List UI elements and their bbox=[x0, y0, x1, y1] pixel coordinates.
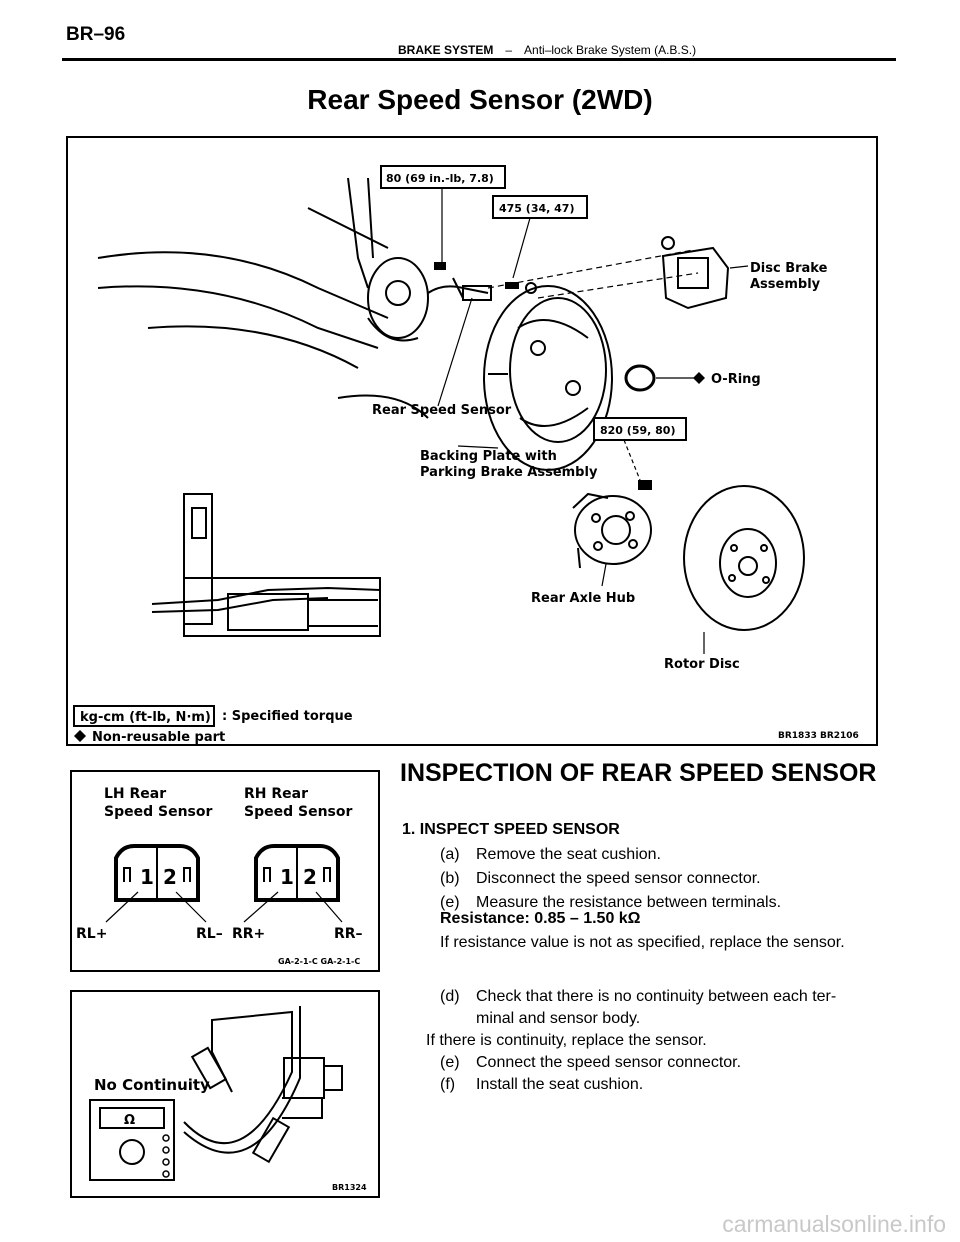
rl-minus-label: RL– bbox=[196, 926, 223, 942]
step-a: (a) Remove the seat cushion. bbox=[440, 846, 661, 864]
legend-units: kg-cm (ft-lb, N·m) bbox=[80, 710, 211, 725]
lh-label-1: LH Rear bbox=[104, 786, 166, 802]
o-ring-label: O-Ring bbox=[711, 372, 761, 387]
exploded-view-figure: 80 (69 in.-lb, 7.8) 475 (34, 47) bbox=[66, 136, 878, 746]
figure1-code: BR1833 BR2106 bbox=[778, 731, 859, 741]
page-code: BR–96 bbox=[66, 24, 126, 45]
suspension-drawing bbox=[97, 177, 429, 419]
subsection-name: Anti–lock Brake System (A.B.S.) bbox=[524, 43, 697, 57]
rh-pin-2: 2 bbox=[303, 865, 317, 889]
rh-pin-1: 1 bbox=[280, 865, 294, 889]
torque-label-mid: 475 (34, 47) bbox=[499, 202, 574, 215]
backing-plate-label-2: Parking Brake Assembly bbox=[420, 465, 598, 480]
legend-torque: : Specified torque bbox=[222, 709, 353, 724]
rotor-disc-label: Rotor Disc bbox=[664, 657, 740, 672]
step-e2-text: Connect the speed sensor connector. bbox=[476, 1054, 742, 1071]
lh-connector: 1 2 bbox=[114, 844, 200, 902]
connector-figure: LH Rear Speed Sensor RH Rear Speed Senso… bbox=[70, 770, 380, 972]
watermark: carmanualsonline.info bbox=[722, 1211, 946, 1237]
step-d-text-1: Check that there is no continuity betwee… bbox=[476, 988, 837, 1005]
no-continuity-label: No Continuity bbox=[94, 1076, 210, 1094]
ohm-symbol: Ω bbox=[124, 1113, 135, 1128]
rl-plus-label: RL+ bbox=[76, 926, 107, 942]
section-name: BRAKE SYSTEM bbox=[398, 43, 494, 57]
terminal-leaders bbox=[105, 891, 343, 923]
backing-plate-label-1: Backing Plate with bbox=[420, 449, 557, 464]
sensor-cross-section bbox=[151, 493, 381, 637]
connector-drawing: LH Rear Speed Sensor RH Rear Speed Senso… bbox=[76, 786, 363, 966]
legend-nonreusable: Non-reusable part bbox=[92, 730, 225, 744]
section-separator: – bbox=[505, 43, 513, 57]
torque-label-hub: 820 (59, 80) bbox=[600, 424, 675, 437]
torque-box-top: 80 (69 in.-lb, 7.8) bbox=[380, 165, 506, 264]
page-title: Rear Speed Sensor (2WD) bbox=[307, 84, 653, 115]
step-f-text: Install the seat cushion. bbox=[476, 1076, 644, 1093]
legend-diamond bbox=[74, 730, 86, 742]
rear-speed-sensor-label: Rear Speed Sensor bbox=[372, 403, 512, 418]
resistance-note: If resistance value is not as specified,… bbox=[440, 934, 845, 951]
lh-pin-2: 2 bbox=[163, 865, 177, 889]
step-a-text: Remove the seat cushion. bbox=[476, 846, 661, 863]
step-e2-tag: (e) bbox=[440, 1054, 460, 1071]
step-b: (b) Disconnect the speed sensor connector… bbox=[440, 870, 761, 888]
step-d-tag: (d) bbox=[440, 988, 460, 1005]
rh-label-1: RH Rear bbox=[244, 786, 308, 802]
figure3-code: BR1324 bbox=[332, 1183, 367, 1192]
backing-plate bbox=[483, 285, 613, 471]
step-b-text: Disconnect the speed sensor connector. bbox=[476, 870, 761, 887]
section-header: BRAKE SYSTEM–Anti–lock Brake System (A.B… bbox=[398, 43, 696, 57]
rr-minus-label: RR– bbox=[334, 926, 363, 942]
rh-label-2: Speed Sensor bbox=[244, 804, 352, 820]
step-d: (d) Check that there is no continuity bet… bbox=[440, 988, 836, 1006]
continuity-drawing: No Continuity Ω BR1324 bbox=[89, 1006, 367, 1192]
step-f-tag: (f) bbox=[440, 1076, 456, 1093]
rr-plus-label: RR+ bbox=[232, 926, 265, 942]
torque-box-hub: 820 (59, 80) bbox=[593, 417, 687, 490]
lh-pin-1: 1 bbox=[140, 865, 154, 889]
step-e1-text: Measure the resistance between terminals… bbox=[476, 894, 782, 911]
nonreusable-marker bbox=[693, 372, 705, 384]
step-f: (f) Install the seat cushion. bbox=[440, 1076, 643, 1094]
step-e-connect: (e) Connect the speed sensor connector. bbox=[440, 1054, 741, 1072]
continuity-figure: No Continuity Ω BR1324 bbox=[70, 990, 380, 1198]
legend: kg-cm (ft-lb, N·m) : Specified torque No… bbox=[73, 705, 353, 744]
exploded-view-drawing: 80 (69 in.-lb, 7.8) 475 (34, 47) bbox=[73, 165, 859, 744]
torque-label-top: 80 (69 in.-lb, 7.8) bbox=[386, 172, 494, 185]
inspection-title: INSPECTION OF REAR SPEED SENSOR bbox=[400, 759, 877, 787]
speed-sensor-part bbox=[427, 277, 492, 301]
step-b-tag: (b) bbox=[440, 870, 460, 887]
rear-axle-hub-part bbox=[572, 492, 652, 569]
step-1-heading: 1. INSPECT SPEED SENSOR bbox=[402, 821, 620, 838]
bolts bbox=[434, 262, 537, 294]
disc-brake-label-2: Assembly bbox=[750, 277, 821, 292]
step-d-continued: minal and sensor body. bbox=[476, 1010, 641, 1027]
ohmmeter: Ω bbox=[89, 1099, 175, 1181]
disc-brake-part bbox=[661, 236, 730, 310]
step-e1-tag: (e) bbox=[440, 894, 460, 911]
step-a-tag: (a) bbox=[440, 846, 460, 863]
resistance-spec: Resistance: 0.85 – 1.50 kΩ bbox=[440, 910, 641, 927]
rh-connector: 1 2 bbox=[254, 844, 340, 902]
continuity-note: If there is continuity, replace the sens… bbox=[426, 1032, 707, 1049]
step-e-measure: (e) Measure the resistance between termin… bbox=[440, 894, 781, 912]
test-leads bbox=[183, 1006, 301, 1164]
header-rule bbox=[62, 58, 896, 61]
rear-axle-hub-label: Rear Axle Hub bbox=[531, 591, 635, 606]
rotor-disc-part bbox=[683, 485, 805, 631]
o-ring-part bbox=[624, 364, 656, 392]
lh-label-2: Speed Sensor bbox=[104, 804, 212, 820]
sensor-body bbox=[282, 1057, 343, 1119]
disc-brake-label-1: Disc Brake bbox=[750, 261, 828, 276]
torque-box-mid: 475 (34, 47) bbox=[492, 195, 588, 279]
figure2-code: GA-2-1-C GA-2-1-C bbox=[278, 957, 360, 966]
